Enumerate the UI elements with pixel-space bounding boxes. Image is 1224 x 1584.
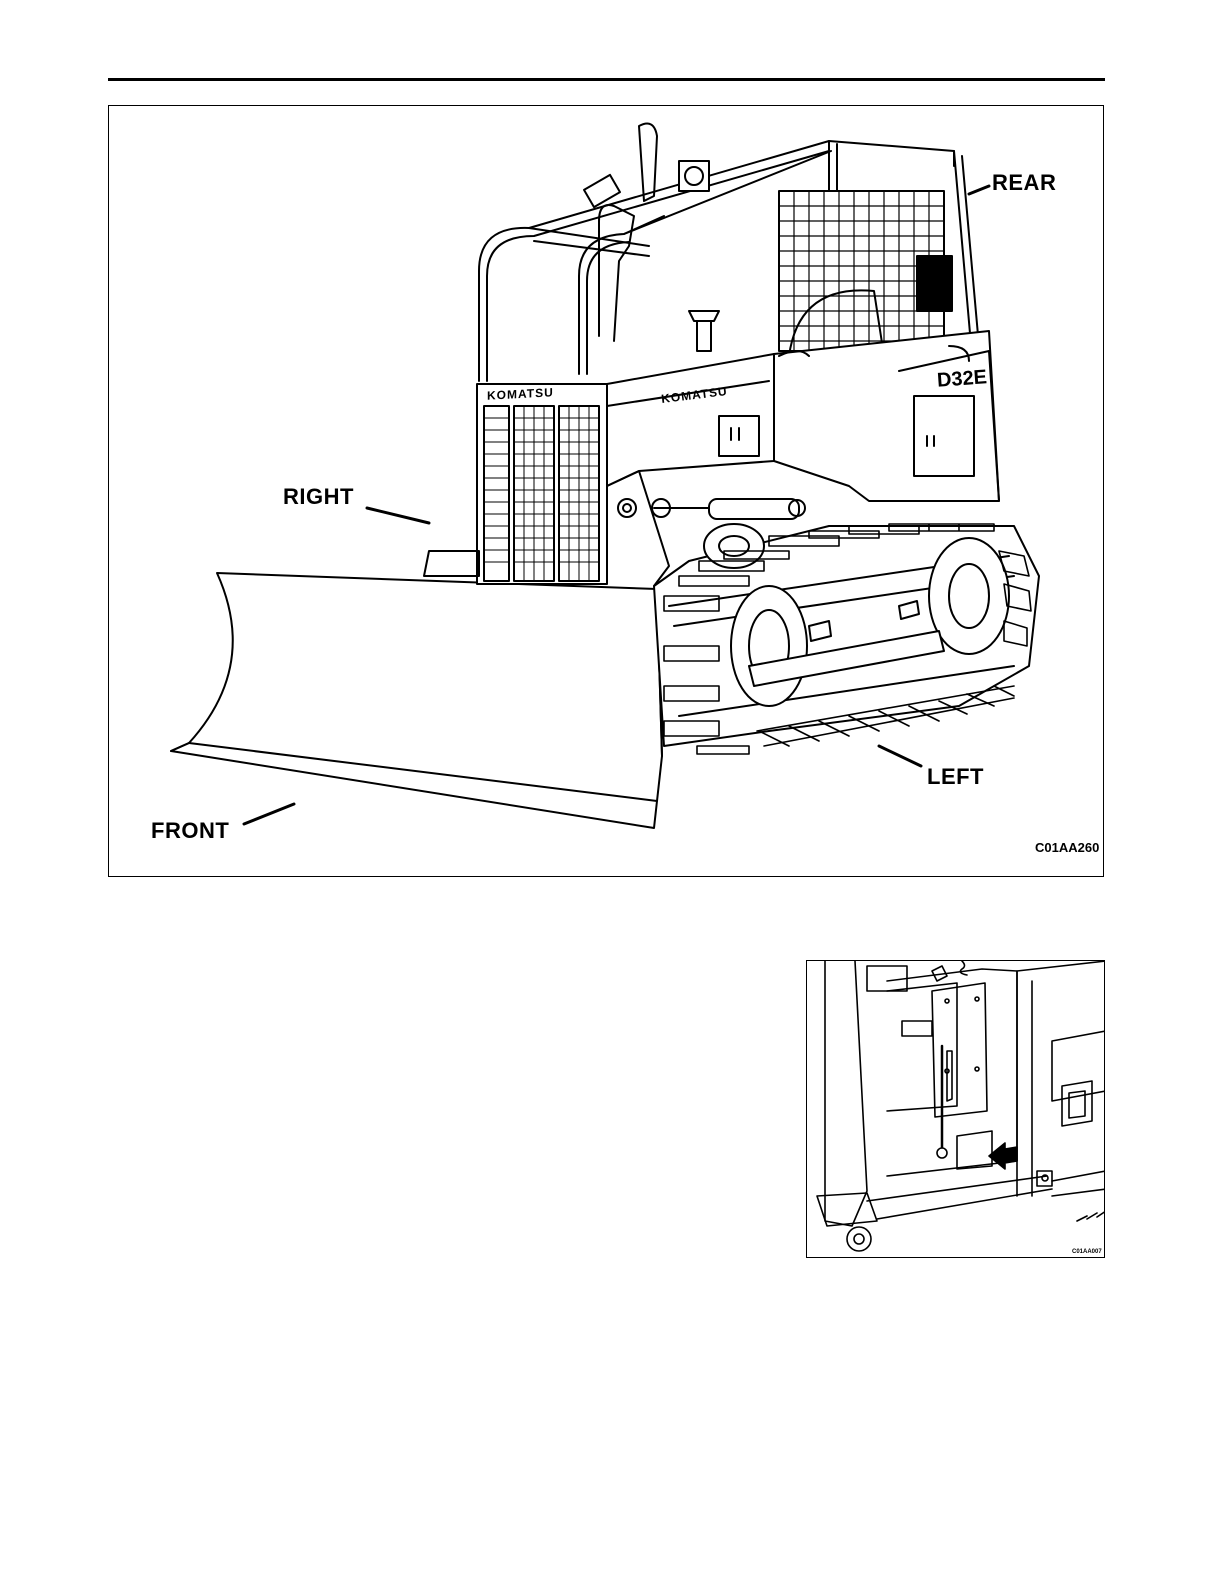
detail-figure-code: C01AA007 (1072, 1249, 1102, 1255)
detail-drawing (807, 961, 1105, 1258)
detail-figure: C01AA007 (806, 960, 1105, 1258)
right-label: RIGHT (283, 484, 354, 510)
rear-label: REAR (992, 170, 1056, 196)
header-rule (108, 78, 1105, 81)
bulldozer-drawing (109, 106, 1105, 878)
model-text: D32E (936, 366, 988, 392)
left-label: LEFT (927, 764, 984, 790)
front-label: FRONT (151, 818, 229, 844)
bulldozer-orientation-figure: REAR RIGHT LEFT FRONT KOMATSU KOMATSU D3… (108, 105, 1104, 877)
figure-code: C01AA260 (1035, 840, 1099, 855)
